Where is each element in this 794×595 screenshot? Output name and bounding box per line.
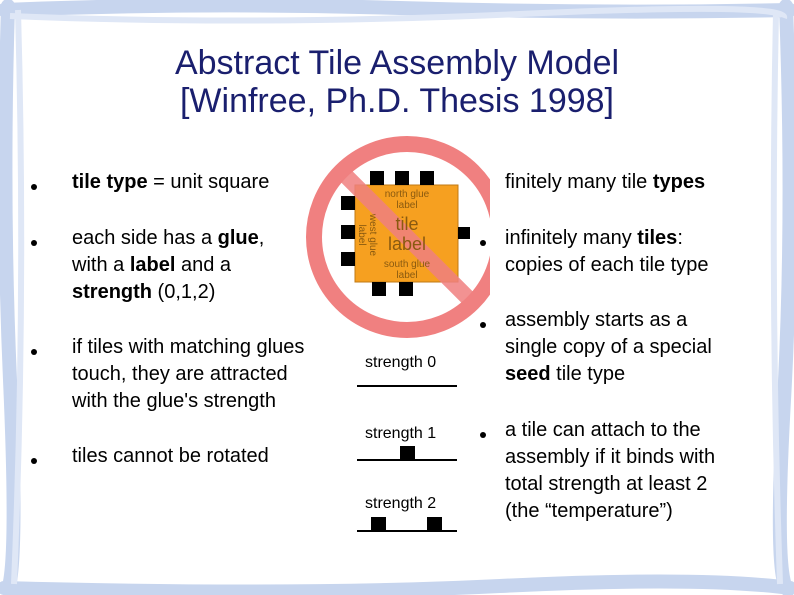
- text: ,: [258, 227, 265, 249]
- bold-text: strength: [72, 281, 152, 303]
- strength-0-line: [357, 385, 457, 387]
- strength-2-line: [357, 530, 457, 532]
- text: assembly if it binds with: [505, 446, 716, 468]
- bullet-dot: [480, 432, 486, 438]
- glue-nubs: [341, 171, 470, 296]
- bullet-dot: [31, 184, 37, 190]
- title-line-1: Abstract Tile Assembly Model: [174, 44, 620, 82]
- bold-text: tiles: [637, 227, 678, 249]
- bullet-finitely-many: finitely many tile types: [505, 169, 705, 196]
- bullet-glue: each side has a glue, with a label and a…: [72, 225, 264, 306]
- text: tile type: [550, 363, 626, 385]
- text: assembly starts as a: [505, 309, 688, 331]
- glue-nub: [400, 446, 415, 460]
- glue-nub: [427, 517, 442, 531]
- strength-1-label: strength 1: [365, 425, 437, 442]
- text: :: [677, 227, 683, 249]
- bullet-dot: [31, 458, 37, 464]
- bullet-infinitely-many: infinitely many tiles: copies of each ti…: [505, 225, 708, 279]
- strength-2-label: strength 2: [365, 495, 437, 512]
- text: copies of each tile type: [505, 254, 709, 276]
- text: = unit square: [147, 171, 270, 193]
- bullet-dot: [31, 240, 37, 246]
- bullet-dot: [480, 240, 486, 246]
- text: each side has a: [72, 227, 218, 249]
- bullet-matching-glues: if tiles with matching glues touch, they…: [72, 334, 304, 415]
- bullet-dot: [480, 322, 486, 328]
- no-sign-ring: [306, 136, 490, 338]
- bold-text: label: [129, 254, 176, 276]
- bullet-tile-type: tile type = unit square: [72, 169, 269, 196]
- strength-0-label: strength 0: [365, 354, 437, 371]
- bold-text: tile type: [72, 171, 148, 193]
- text: infinitely many: [505, 227, 638, 249]
- text: if tiles with matching glues: [72, 336, 305, 358]
- text: (0,1,2): [152, 281, 216, 303]
- bullet-seed: assembly starts as a single copy of a sp…: [505, 307, 712, 388]
- text: total strength at least 2: [505, 473, 708, 495]
- bold-text: glue: [217, 227, 259, 249]
- text: finitely many tile: [505, 171, 653, 193]
- glue-nub: [371, 517, 386, 531]
- title-line-2: [Winfree, Ph.D. Thesis 1998]: [179, 82, 614, 120]
- bold-text: seed: [505, 363, 551, 385]
- text: a tile can attach to the: [505, 419, 701, 441]
- strength-1-line: [357, 459, 457, 461]
- bullet-no-rotation: tiles cannot be rotated: [72, 445, 269, 467]
- bold-text: types: [652, 171, 706, 193]
- slide-title: Abstract Tile Assembly Model [Winfree, P…: [0, 44, 794, 120]
- text: with a: [72, 254, 130, 276]
- text: single copy of a special: [505, 336, 712, 358]
- no-sign-bar: [334, 164, 480, 310]
- tile-west-label: west gluelabel: [356, 213, 378, 257]
- bullet-dot: [31, 349, 37, 355]
- text: with the glue's strength: [72, 390, 276, 412]
- text: touch, they are attracted: [72, 363, 288, 385]
- bullet-temperature: a tile can attach to the assembly if it …: [505, 417, 715, 525]
- text: (the “temperature”): [505, 500, 673, 522]
- text: and a: [175, 254, 231, 276]
